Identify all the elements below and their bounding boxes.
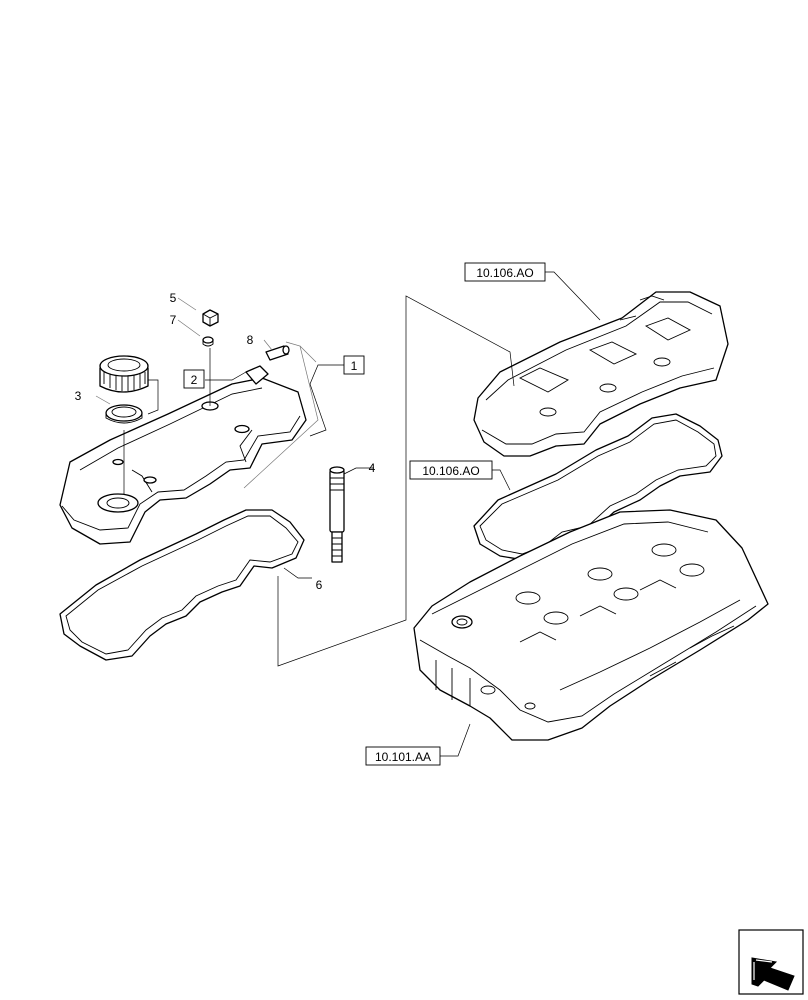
callout-5: 5: [170, 291, 177, 305]
callout-8: 8: [247, 333, 254, 347]
ref-cylinder-head[interactable]: 10.101.AA: [375, 750, 431, 764]
ref-box-upper-cover[interactable]: [464, 262, 546, 282]
callout-3: 3: [75, 389, 82, 403]
previous-page-arrow-icon[interactable]: [738, 929, 804, 995]
callout-labels: 1 2 3 4 5 6 7 8: [75, 291, 376, 592]
callout-1: 1: [351, 359, 358, 373]
stud: [329, 466, 345, 563]
oil-filler-cap: [99, 355, 149, 393]
cover-gasket: [59, 509, 305, 661]
nut: [202, 309, 219, 327]
callout-2: 2: [191, 373, 198, 387]
reference-labels: 10.106.AO 10.106.AO 10.101.AA: [365, 262, 546, 766]
cylinder-head: [413, 509, 769, 741]
ref-upper-cover[interactable]: 10.106.AO: [476, 266, 533, 280]
pin: [265, 345, 290, 361]
callout-6: 6: [316, 578, 323, 592]
callout-4: 4: [369, 461, 376, 475]
ref-box-gasket[interactable]: [409, 460, 493, 480]
upper-head-cover: [473, 291, 729, 457]
callout-box-2: [183, 369, 205, 389]
callout-7: 7: [170, 313, 177, 327]
callout-box-1: [343, 355, 365, 375]
washer: [202, 336, 214, 347]
valve-cover: [59, 365, 307, 545]
ref-gasket[interactable]: 10.106.AO: [422, 464, 479, 478]
leader-lines: [95, 271, 601, 757]
seal-ring: [105, 404, 143, 424]
ref-box-cylinder-head[interactable]: [365, 746, 441, 766]
